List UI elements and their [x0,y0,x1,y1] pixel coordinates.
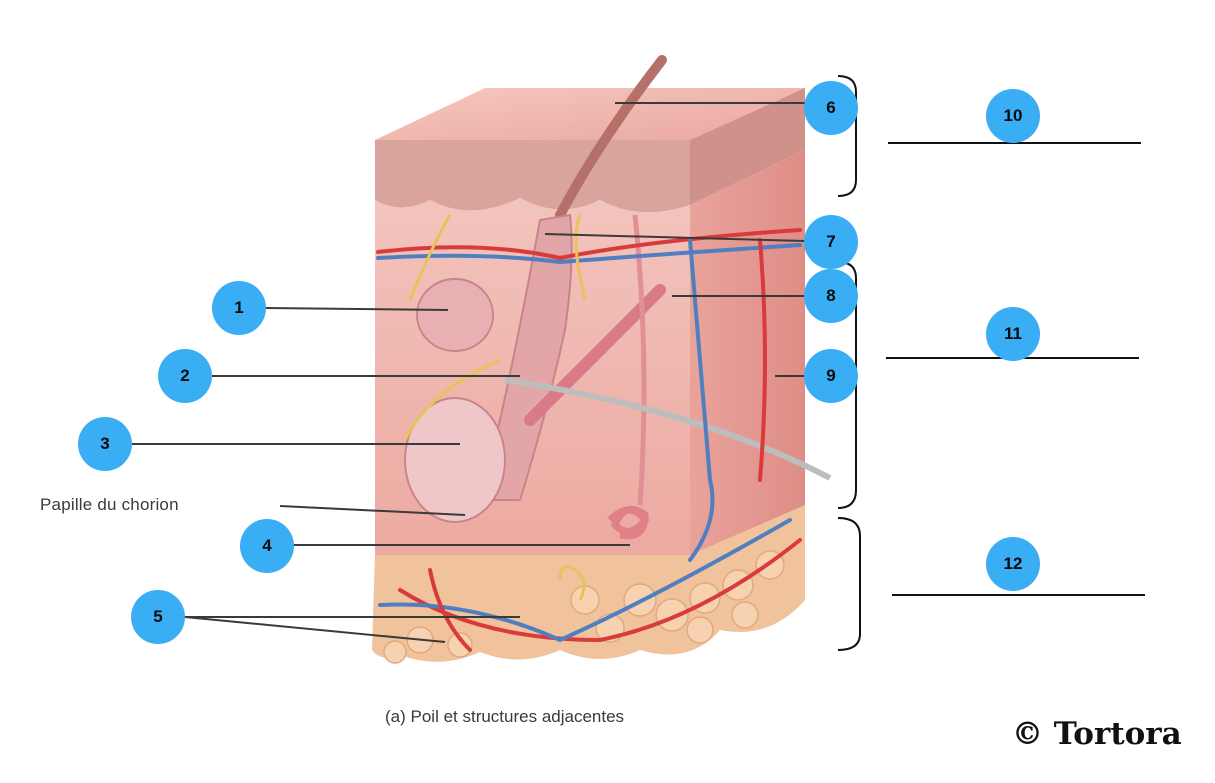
marker-5[interactable]: 5 [131,590,185,644]
marker-12[interactable]: 12 [986,537,1040,591]
leader-lines [132,102,807,643]
sweat-gland [607,505,650,540]
answer-line-10[interactable] [888,142,1141,144]
figure-caption: (a) Poil et structures adjacentes [385,707,625,726]
marker-11[interactable]: 11 [986,307,1040,361]
dermis-side [690,150,805,560]
marker-4[interactable]: 4 [240,519,294,573]
marker-7[interactable]: 7 [804,215,858,269]
epidermis-front [375,140,690,213]
nerves [403,214,587,601]
marker-8[interactable]: 8 [804,269,858,323]
marker-10[interactable]: 10 [986,89,1040,143]
marker-2[interactable]: 2 [158,349,212,403]
hair-shaft [555,55,667,220]
marker-1[interactable]: 1 [212,281,266,335]
marker-9[interactable]: 9 [804,349,858,403]
marker-3[interactable]: 3 [78,417,132,471]
hair-bulb [404,397,506,523]
papilla-label: Papille du chorion [40,495,179,514]
blood-vessels [376,228,802,652]
nerve-fiber [504,377,832,481]
marker-6[interactable]: 6 [804,81,858,135]
hair-follicle [468,213,573,501]
sebaceous-gland [416,278,494,352]
copyright-notice: © Tortora [1012,716,1182,752]
sweat-duct [632,214,647,506]
skin-surface [375,88,805,140]
epidermis-side [690,88,805,205]
answer-line-12[interactable] [892,594,1145,596]
